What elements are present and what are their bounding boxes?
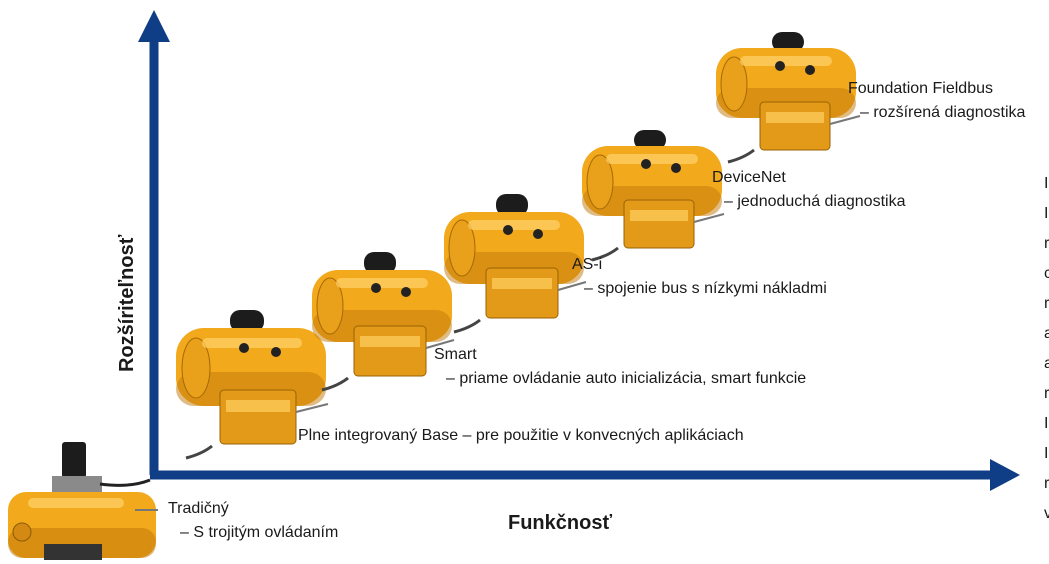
stage-label-devicenet: DeviceNet – jednoduchá diagnostika <box>712 166 905 214</box>
x-axis-label: Funkčnosť <box>508 512 613 534</box>
stage-title: Tradičný <box>168 500 229 517</box>
y-axis-label: Rozšíriteľnosť <box>116 234 138 372</box>
edge-letter: I <box>1044 175 1049 192</box>
stage-title: AS-i <box>572 256 603 273</box>
edge-letter: r <box>1044 475 1049 492</box>
stage-label-asi: AS-i – spojenie bus s nízkymi nákladmi <box>572 253 827 301</box>
stage-description: – spojenie bus s nízkymi nákladmi <box>584 280 827 297</box>
edge-letter: I <box>1044 445 1049 462</box>
stage-label-fieldbus: Foundation Fieldbus – rozšírená diagnost… <box>848 77 1025 125</box>
stage-description: – S trojitým ovládaním <box>180 524 339 541</box>
edge-letter: r <box>1044 295 1049 312</box>
actuator-asi-image <box>444 194 587 334</box>
stage-label-traditional: Tradičný – S trojitým ovládaním <box>168 497 338 545</box>
edge-letter: r <box>1044 235 1049 252</box>
y-axis-arrowhead <box>138 10 170 42</box>
actuator-devicenet-image <box>582 130 725 262</box>
edge-letter: I <box>1044 415 1049 432</box>
edge-letter: a <box>1044 355 1049 372</box>
stage-description: – priame ovládanie auto inicializácia, s… <box>446 370 807 387</box>
actuator-fieldbus-image <box>716 32 861 164</box>
stage-label-base: Plne integrovaný Base – pre použitie v k… <box>298 424 744 448</box>
stage-label-smart: Smart – priame ovládanie auto inicializá… <box>434 343 806 391</box>
stage-title: Smart <box>434 346 477 363</box>
edge-letter: c <box>1044 265 1049 282</box>
stage-description: – rozšírená diagnostika <box>860 104 1026 121</box>
edge-letter: I <box>1044 205 1049 222</box>
edge-letter: a <box>1044 325 1049 342</box>
x-axis-arrowhead <box>990 459 1020 491</box>
stage-description: – jednoduchá diagnostika <box>724 193 906 210</box>
edge-letter: r <box>1044 385 1049 402</box>
stage-title: Foundation Fieldbus <box>848 80 993 97</box>
actuator-base-image <box>176 310 329 460</box>
actuator-smart-image <box>312 252 455 392</box>
stage-title: DeviceNet <box>712 169 786 186</box>
stage-title: Plne integrovaný Base – pre použitie v k… <box>298 427 744 444</box>
edge-letter: v <box>1044 505 1049 522</box>
traditional-actuator-image <box>8 442 158 560</box>
